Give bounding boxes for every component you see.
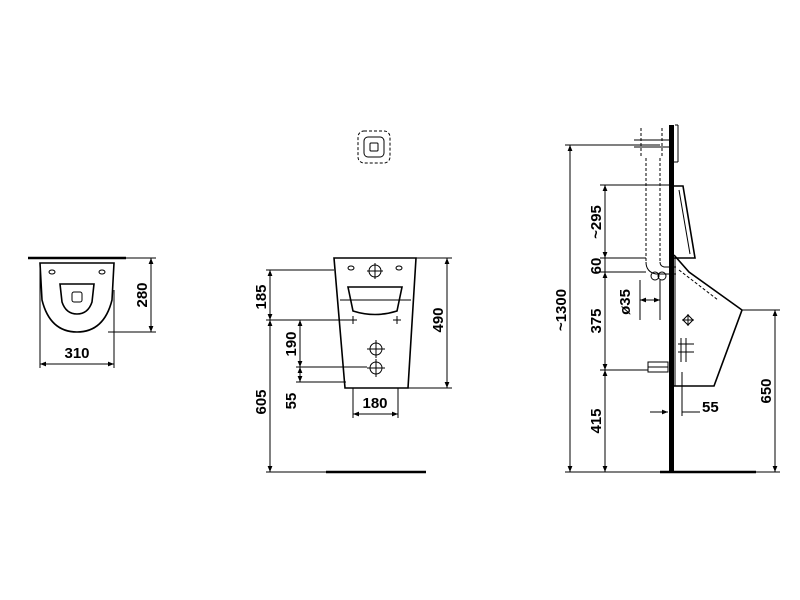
dim-side-upper: ~295 [588, 205, 605, 239]
dim-side-mid: 375 [588, 308, 605, 333]
dim-side-height: 650 [758, 378, 775, 403]
outlet-fitting [647, 338, 694, 373]
dim-side-inlet: 60 [588, 258, 605, 275]
dim-front-lower: 55 [283, 393, 300, 410]
top-view: 310 280 [28, 256, 156, 368]
dim-front-upper: 185 [253, 284, 270, 309]
wall [669, 125, 674, 472]
front-view: 185 605 190 55 490 180 [253, 130, 452, 474]
flush-valve-symbol [357, 130, 391, 164]
dim-side-total: ~1300 [553, 289, 570, 331]
dim-top-width: 310 [64, 345, 89, 362]
dim-front-mid: 190 [283, 331, 300, 356]
dim-top-depth: 280 [134, 282, 151, 307]
dim-front-width: 180 [362, 395, 387, 412]
dim-side-outlet: 55 [702, 399, 719, 416]
dim-front-height: 490 [430, 307, 447, 332]
dim-side-floor: 415 [588, 408, 605, 433]
side-view: ~1300 ~295 60 ø35 375 415 55 650 [553, 124, 780, 474]
supply-pipe [634, 128, 676, 281]
dim-side-diameter: ø35 [617, 289, 634, 315]
dim-front-floor: 605 [253, 389, 270, 414]
